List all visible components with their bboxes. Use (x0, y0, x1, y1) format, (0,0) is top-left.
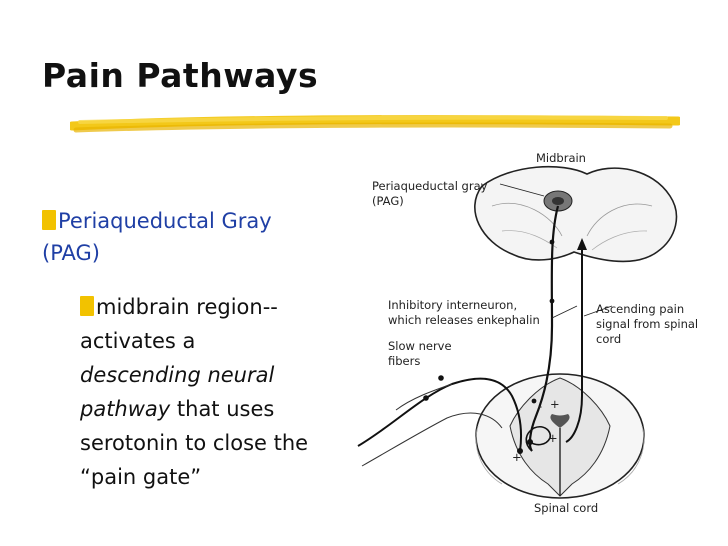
bullet-midbrain-emphasis: descending neural pathway (80, 363, 275, 421)
label-slow-2: fibers (388, 354, 420, 368)
bullet-pag: Periaqueductal Gray (PAG) (42, 205, 282, 269)
ascending-arrow-icon (577, 238, 587, 250)
ascending-pathway (565, 246, 583, 443)
bullet-midbrain-text-b: that uses serotonin to close the “pain g… (80, 397, 309, 489)
bullet-midbrain: midbrain region-- activates a descending… (80, 290, 320, 494)
svg-text:+: + (512, 450, 522, 464)
spinal-cord-illustration (475, 373, 645, 499)
label-ascending-2: signal from spinal (596, 317, 698, 331)
bullet-midbrain-text-a: midbrain region-- activates a (80, 295, 278, 353)
interneuron-path (525, 426, 552, 452)
label-inhib-1: Inhibitory interneuron, (388, 298, 517, 312)
bullet-marker-icon (80, 296, 94, 316)
svg-text:+: + (548, 431, 558, 445)
label-ascending-1: Ascending pain (596, 302, 684, 316)
highlighter-underline (70, 115, 680, 133)
bullet-marker-icon (42, 210, 56, 230)
label-slow-1: Slow nerve (388, 339, 452, 353)
slow-nerve-fiber (357, 377, 522, 452)
label-pag-2: (PAG) (372, 194, 404, 208)
midbrain-illustration (474, 165, 678, 263)
label-spinal-cord: Spinal cord (534, 501, 598, 515)
label-ascending-3: cord (596, 332, 621, 346)
label-pag-1: Periaqueductal gray (372, 179, 488, 193)
pain-pathway-diagram: - + + + Midbrain Periaqueductal gray (PA… (357, 151, 698, 515)
label-inhib-2: which releases enkephalin (388, 313, 540, 327)
svg-text:+: + (550, 397, 560, 411)
label-midbrain: Midbrain (536, 151, 586, 165)
descending-pathway (528, 205, 560, 452)
slide-title: Pain Pathways (42, 56, 319, 95)
bullet-pag-text: Periaqueductal Gray (PAG) (42, 209, 272, 265)
svg-text:-: - (538, 399, 542, 413)
